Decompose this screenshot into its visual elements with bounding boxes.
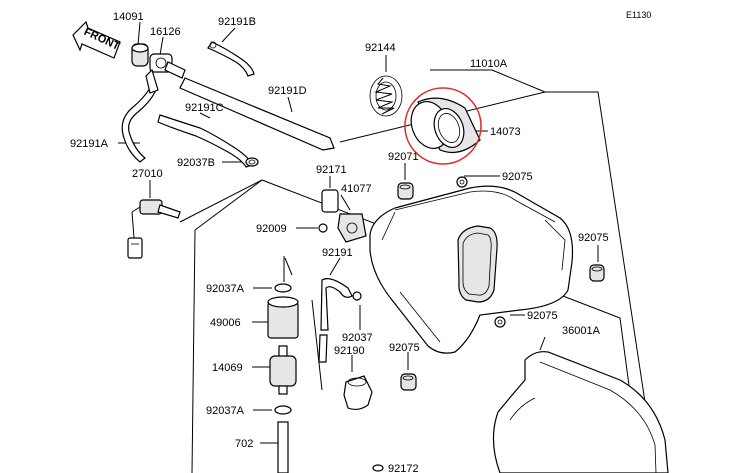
label-92075-a: 92075 bbox=[502, 171, 533, 183]
drain-parts bbox=[267, 256, 299, 473]
label-92190: 92190 bbox=[334, 345, 365, 357]
cover-36001A bbox=[492, 351, 669, 473]
label-92171: 92171 bbox=[316, 164, 347, 176]
hose-92191 bbox=[318, 278, 362, 363]
highlight-circle bbox=[404, 87, 482, 165]
clamp-92037B bbox=[245, 157, 259, 167]
label-702: 702 bbox=[235, 438, 253, 450]
label-92075-c: 92075 bbox=[527, 310, 558, 322]
label-92037A-a: 92037A bbox=[206, 283, 245, 295]
air-box bbox=[369, 176, 574, 354]
duct-14073 bbox=[404, 87, 482, 165]
label-92037A-b: 92037A bbox=[206, 405, 245, 417]
spring-92144 bbox=[369, 75, 403, 117]
label-92075-b: 92075 bbox=[578, 232, 609, 244]
label-92037B: 92037B bbox=[177, 157, 215, 169]
label-92071: 92071 bbox=[388, 151, 419, 163]
label-92191B: 92191B bbox=[218, 16, 256, 28]
damper-41077 bbox=[318, 189, 367, 243]
label-92075-d: 92075 bbox=[389, 342, 420, 354]
label-11010A: 11010A bbox=[470, 58, 508, 70]
part-labels: E1130 14091 16126 92191B 92144 11010A 92… bbox=[70, 10, 651, 473]
label-92191C: 92191C bbox=[185, 102, 224, 114]
front-arrow: FRONT bbox=[72, 20, 122, 59]
label-14069: 14069 bbox=[212, 362, 243, 374]
label-92191A: 92191A bbox=[70, 138, 109, 150]
label-92191D: 92191D bbox=[268, 85, 307, 97]
label-92191: 92191 bbox=[322, 247, 353, 259]
breather-hoses bbox=[121, 41, 335, 168]
label-27010: 27010 bbox=[132, 168, 163, 180]
grommets bbox=[397, 182, 605, 391]
sensor-27010 bbox=[127, 199, 181, 259]
label-36001A: 36001A bbox=[562, 325, 601, 337]
screw-92172 bbox=[372, 464, 384, 472]
label-92037: 92037 bbox=[342, 332, 373, 344]
label-14073: 14073 bbox=[490, 126, 521, 138]
label-14091: 14091 bbox=[113, 11, 144, 23]
elbow-92190 bbox=[343, 375, 373, 411]
label-16126: 16126 bbox=[150, 26, 181, 38]
breather-filter bbox=[131, 43, 186, 94]
diagram-code: E1130 bbox=[626, 10, 651, 20]
label-92009: 92009 bbox=[256, 223, 287, 235]
leader-lines bbox=[118, 21, 599, 444]
label-92172: 92172 bbox=[388, 463, 419, 473]
label-49006: 49006 bbox=[210, 317, 241, 329]
label-92144: 92144 bbox=[365, 42, 396, 54]
label-41077: 41077 bbox=[341, 183, 372, 195]
